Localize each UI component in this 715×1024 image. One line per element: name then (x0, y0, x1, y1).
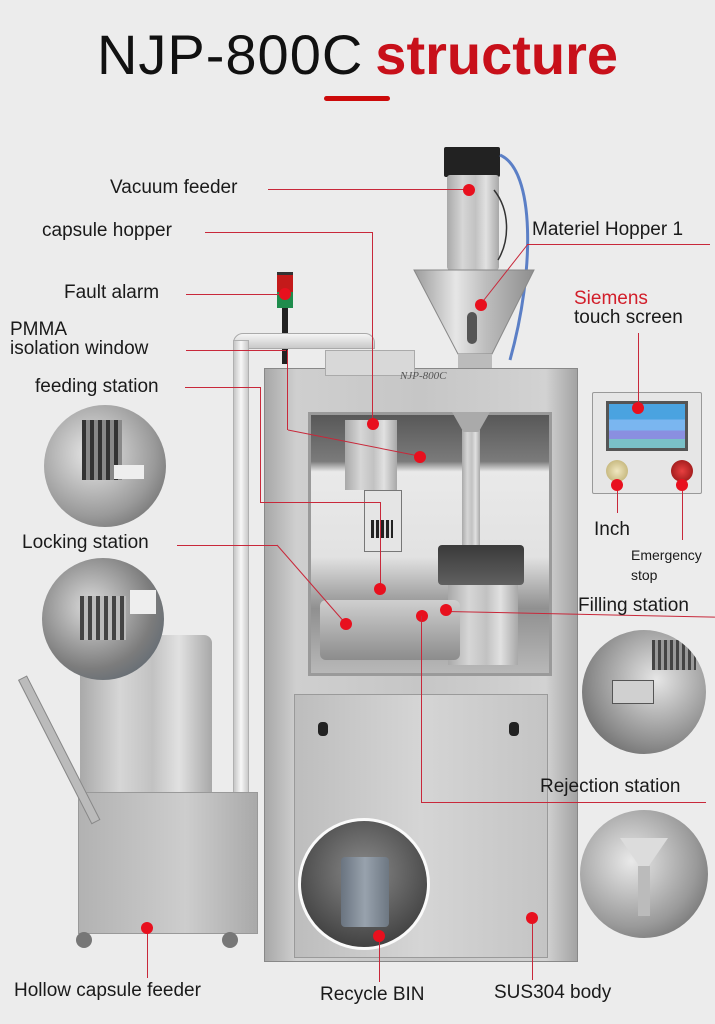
vacuum-feeder-motor (444, 147, 500, 177)
label-inch: Inch (594, 519, 630, 540)
leader-emergency (682, 485, 683, 540)
leader-rejection (421, 802, 706, 803)
label-hollow-capsule-feeder: Hollow capsule feeder (14, 980, 201, 1001)
leader-rejection-v (421, 616, 422, 802)
pmma-tube-horizontal (233, 333, 375, 349)
marker-feeding (374, 583, 386, 595)
marker-vacuum-feeder (463, 184, 475, 196)
leader-capsule-hopper-v (372, 232, 373, 422)
label-recycle-bin: Recycle BIN (320, 984, 425, 1005)
leader-pmma-v (287, 350, 288, 430)
marker-emergency (676, 479, 688, 491)
leader-inch (617, 485, 618, 513)
marker-materiel-hopper (475, 299, 487, 311)
dosing-column (462, 430, 480, 550)
marker-locking (340, 618, 352, 630)
leader-recycle (379, 936, 380, 982)
title-model: NJP-800C (96, 23, 364, 86)
label-vacuum-feeder: Vacuum feeder (110, 177, 238, 198)
nameplate: NJP-800C (400, 370, 447, 382)
cabinet-top-block (325, 350, 415, 376)
leader-vacuum-feeder (268, 189, 464, 190)
door-knob-right (509, 722, 519, 736)
capsule-hopper-column (345, 420, 397, 490)
filling-station-detail-image (582, 630, 706, 754)
materiel-hopper-cone (413, 269, 535, 368)
label-capsule-hopper: capsule hopper (42, 220, 172, 241)
emergency-stop-button[interactable] (671, 460, 693, 482)
label-feeding-station: feeding station (35, 376, 159, 397)
filling-turret (438, 545, 524, 585)
marker-filling-2 (416, 610, 428, 622)
leader-capsule-hopper (205, 232, 373, 233)
leader-feeding-v2 (380, 502, 381, 588)
title-structure: structure (375, 23, 619, 86)
rejection-station-detail-image (580, 810, 708, 938)
label-pmma-2: isolation window (10, 338, 149, 359)
label-siemens-brand: Siemens (574, 288, 648, 309)
dosing-funnel (452, 412, 490, 432)
label-sus304-body: SUS304 body (494, 982, 612, 1003)
label-emergency-2: stop (631, 567, 658, 583)
touch-screen-display (609, 404, 685, 448)
marker-hollow-feeder (141, 922, 153, 934)
touch-screen[interactable] (606, 401, 688, 451)
locking-station-detail-image (42, 558, 164, 680)
leader-locking-diag (276, 544, 347, 625)
title-underline (324, 96, 390, 101)
leader-pmma (186, 350, 286, 351)
label-pmma-1: PMMA (10, 319, 67, 340)
leader-hollow-feeder (147, 928, 148, 978)
caster-left (76, 932, 92, 948)
capsule-feeder-base (78, 792, 258, 934)
caster-right (222, 932, 238, 948)
label-emergency-1: Emergency (631, 547, 702, 563)
label-filling-station: Filling station (578, 595, 689, 616)
recycle-bin-detail-image (298, 818, 430, 950)
leader-materiel-hopper (527, 244, 710, 245)
leader-feeding-h2 (260, 502, 381, 503)
pmma-tube-vertical (233, 340, 249, 807)
leader-feeding (185, 387, 261, 388)
feeding-slots (371, 520, 393, 538)
label-fault-alarm: Fault alarm (64, 282, 160, 303)
label-siemens-touch: touch screen (574, 307, 683, 328)
marker-sus304 (526, 912, 538, 924)
leader-materiel-hopper-diag (479, 243, 529, 306)
marker-capsule-hopper (367, 418, 379, 430)
label-rejection-station: Rejection station (540, 776, 681, 797)
blue-hose-icon (493, 153, 530, 361)
marker-pmma (414, 451, 426, 463)
marker-recycle (373, 930, 385, 942)
inch-button[interactable] (606, 460, 628, 482)
label-locking-station: Locking station (22, 532, 149, 553)
label-materiel-hopper: Materiel Hopper 1 (532, 219, 684, 240)
leader-siemens (638, 333, 639, 407)
turntable (320, 600, 460, 660)
leader-feeding-v (260, 387, 261, 503)
leader-pmma-diag (287, 429, 420, 457)
door-knob-left (318, 722, 328, 736)
feeding-station-detail-image (44, 405, 166, 527)
leader-fault-alarm (186, 294, 284, 295)
marker-filling (440, 604, 452, 616)
leader-sus304 (532, 918, 533, 980)
marker-fault-alarm (279, 288, 291, 300)
leader-locking (177, 545, 277, 546)
marker-siemens (632, 402, 644, 414)
marker-inch (611, 479, 623, 491)
